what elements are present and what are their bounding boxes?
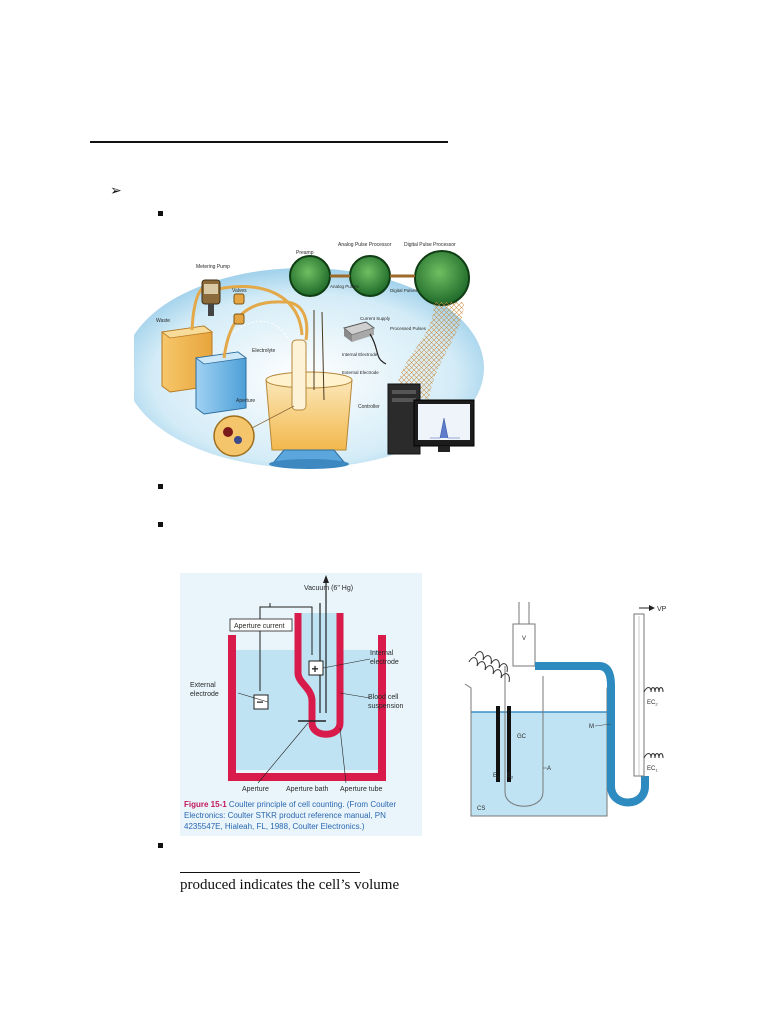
label-gc: GC bbox=[517, 734, 527, 740]
figure-caption-text: Coulter principle of cell counting. (Fro… bbox=[184, 800, 397, 831]
label-aperture: Aperture bbox=[242, 786, 269, 793]
label-v: V bbox=[522, 636, 526, 642]
figure-coulter-principle: Aperture current + − Vacuum (6" Hg) Inte… bbox=[180, 573, 422, 836]
square-bullet-icon bbox=[158, 211, 163, 216]
processed-pulses-cable bbox=[396, 302, 464, 400]
label-ec1: EC1 bbox=[647, 766, 658, 773]
label-preamp: Preamp bbox=[296, 250, 314, 256]
apparatus-diagram: V VP EC2 EC1 M GC A E1 E2 CS bbox=[464, 602, 667, 817]
label-analog-pulses: Analog Pulses bbox=[330, 284, 360, 289]
metering-pump bbox=[201, 279, 221, 316]
digital-pulse-processor-board bbox=[414, 250, 470, 306]
label-external-electrode-2: electrode bbox=[190, 691, 219, 698]
body-text-line: produced indicates the cell’s volume bbox=[180, 877, 400, 893]
figure-coulter-apparatus: V VP EC2 EC1 M GC A E1 E2 CS bbox=[439, 596, 693, 822]
aperture-beaker bbox=[265, 310, 353, 469]
label-blood-cell-suspension-2: suspension bbox=[368, 703, 404, 710]
label-internal-electrode-2: electrode bbox=[370, 659, 399, 666]
label-valves: Valves bbox=[232, 288, 247, 294]
label-aperture-tube: Aperture tube bbox=[340, 786, 383, 793]
square-bullet-icon bbox=[158, 522, 163, 527]
label-external-electrode: External Electrode bbox=[342, 370, 379, 375]
label-processed-pulses: Processed Pulses bbox=[390, 326, 427, 331]
label-digital-pulses: Digital Pulses bbox=[390, 288, 418, 293]
label-internal-electrode: Internal Electrode bbox=[342, 352, 378, 357]
label-digital-pulse-processor: Digital Pulse Processor bbox=[404, 242, 456, 248]
label-m: M bbox=[589, 724, 594, 730]
square-bullet-icon bbox=[158, 843, 163, 848]
current-supply bbox=[342, 321, 387, 365]
heading-underline bbox=[90, 141, 448, 143]
label-blood-cell-suspension: Blood cell bbox=[368, 694, 399, 701]
label-e1: E1 bbox=[493, 773, 500, 780]
label-vp: VP bbox=[657, 606, 667, 613]
label-ec2: EC2 bbox=[647, 700, 658, 707]
figure-caption: Figure 15-1 Coulter principle of cell co… bbox=[184, 799, 418, 832]
label-e2: E2 bbox=[507, 773, 514, 780]
figure-caption-label: Figure 15-1 bbox=[184, 800, 227, 809]
label-cs: CS bbox=[477, 806, 485, 812]
label-aperture-current: Aperture current bbox=[234, 623, 285, 630]
label-controller: Controller bbox=[358, 404, 380, 410]
analog-pulse-processor-board bbox=[349, 255, 391, 297]
aperture-magnifier bbox=[213, 405, 295, 457]
label-a: A bbox=[547, 766, 551, 772]
label-aperture: Aperture bbox=[236, 398, 255, 404]
instrument-illustration: Metering Pump Preamp Analog Pulse Proces… bbox=[134, 242, 484, 469]
figure-coulter-instrument: Metering Pump Preamp Analog Pulse Proces… bbox=[134, 240, 484, 474]
plus-sign: + bbox=[312, 662, 319, 676]
square-bullet-icon bbox=[158, 484, 163, 489]
text-underline bbox=[180, 872, 360, 873]
label-electrolyte: Electrolyte bbox=[252, 348, 276, 354]
electrolyte-container bbox=[194, 351, 248, 415]
label-external-electrode: External bbox=[190, 682, 216, 689]
label-internal-electrode: Internal bbox=[370, 650, 394, 657]
label-vacuum: Vacuum (6" Hg) bbox=[304, 585, 353, 592]
coulter-principle-diagram: Aperture current + − Vacuum (6" Hg) Inte… bbox=[190, 575, 404, 793]
label-waste: Waste bbox=[156, 318, 170, 324]
controller-computer bbox=[387, 383, 475, 455]
label-aperture-bath: Aperture bath bbox=[286, 786, 329, 793]
valves bbox=[233, 293, 245, 325]
label-analog-pulse-processor: Analog Pulse Processor bbox=[338, 242, 392, 248]
preamp-board bbox=[289, 255, 331, 297]
label-metering-pump: Metering Pump bbox=[196, 264, 230, 270]
arrow-bullet-icon: ➢ bbox=[110, 183, 122, 199]
label-current-supply: Current Supply bbox=[360, 316, 391, 321]
minus-sign: − bbox=[257, 695, 264, 709]
